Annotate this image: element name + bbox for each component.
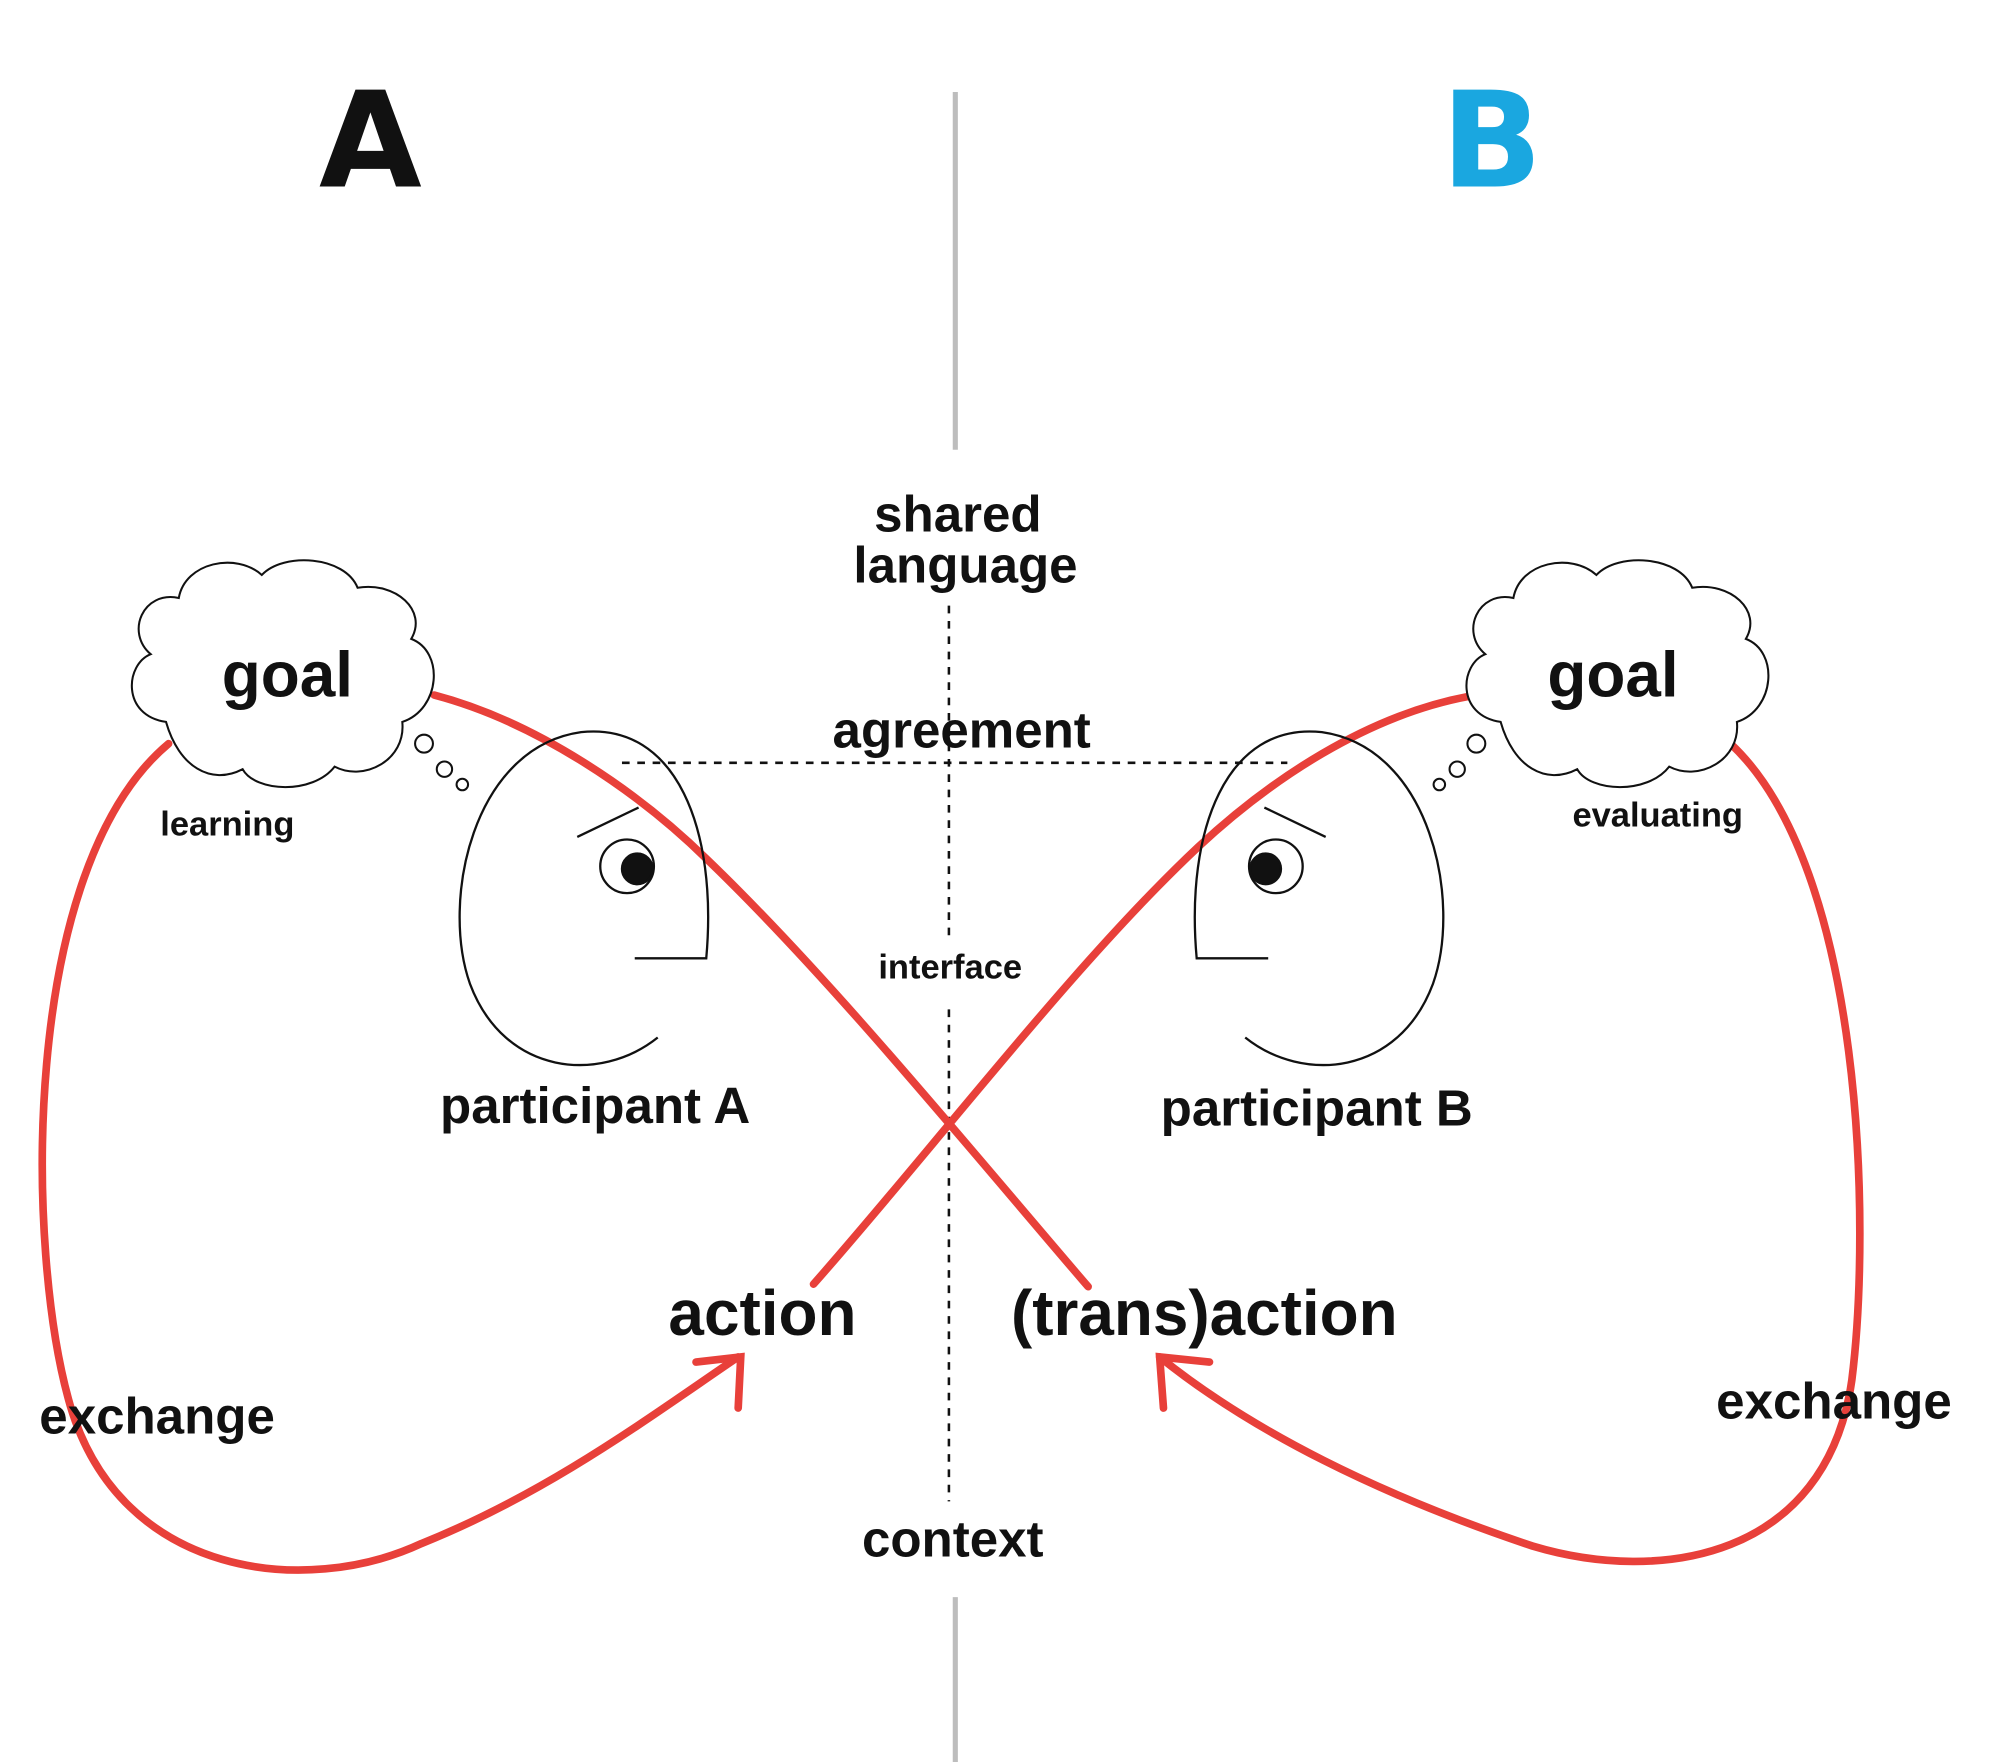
thought-cloud-icon <box>1432 559 1770 792</box>
cross-curve-a <box>430 691 1092 1291</box>
participant-b-label: participant B <box>1161 1080 1473 1137</box>
agreement-label: agreement <box>833 701 1091 758</box>
goal-label-right: goal <box>1547 638 1678 710</box>
arrowhead-left <box>692 1352 745 1412</box>
arrowhead-right <box>1155 1352 1214 1412</box>
exchange-label-left: exchange <box>39 1388 275 1445</box>
goal-label-left: goal <box>222 638 353 710</box>
exchange-loop-left <box>38 739 743 1574</box>
action-label: action <box>668 1277 856 1349</box>
participant-a-label: participant A <box>440 1077 750 1134</box>
heading-b: B <box>1441 65 1542 219</box>
exchange-curves <box>38 691 1864 1574</box>
exchange-label-right: exchange <box>1716 1372 1952 1429</box>
shared-language-line1: shared <box>874 486 1041 543</box>
context-label: context <box>862 1510 1044 1567</box>
heading-a: A <box>319 65 422 219</box>
exchange-loop-right <box>1155 739 1864 1566</box>
cross-curve-b <box>809 692 1473 1288</box>
head-profile-icon <box>1193 730 1445 1067</box>
transaction-label: (trans)action <box>1011 1277 1398 1349</box>
head-profile-icon <box>458 730 710 1067</box>
learning-label: learning <box>160 806 294 844</box>
shared-language-line2: language <box>853 537 1077 594</box>
interface-label: interface <box>878 949 1022 987</box>
thought-cloud-icon <box>131 559 470 792</box>
evaluating-label: evaluating <box>1572 797 1743 835</box>
